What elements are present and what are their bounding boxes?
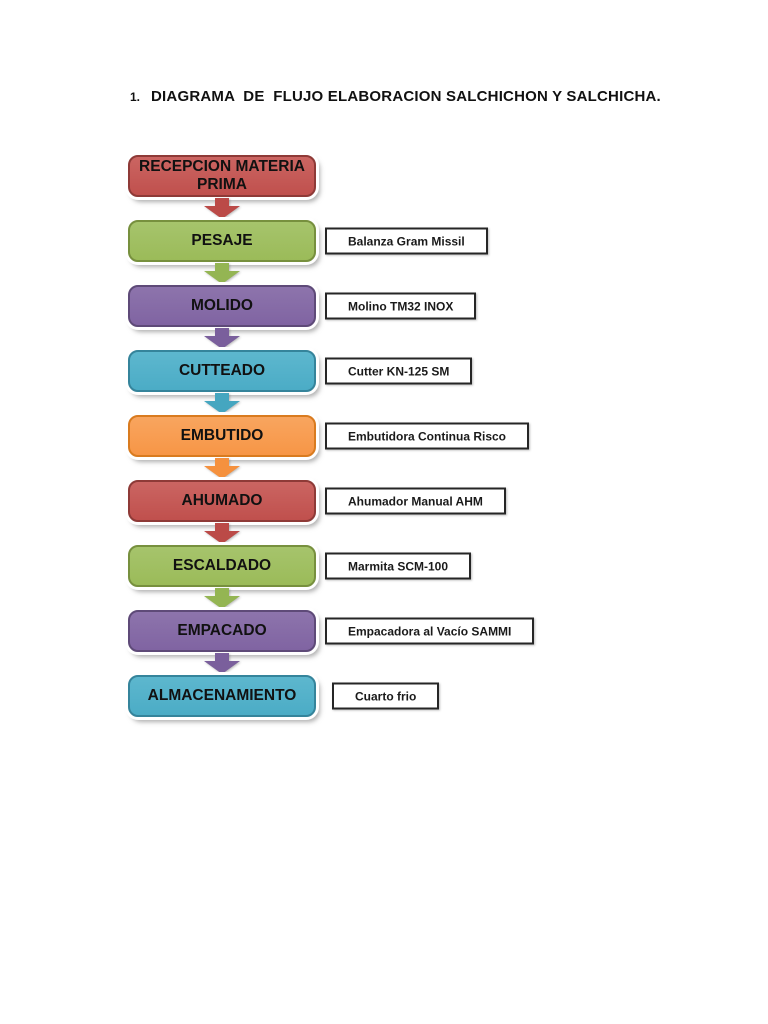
arrow-down-icon	[204, 198, 240, 219]
arrow-down-icon	[204, 263, 240, 284]
arrow-down-icon	[204, 328, 240, 349]
process-node-label: RECEPCION MATERIA PRIMA	[139, 158, 305, 193]
process-node-label: AHUMADO	[181, 492, 263, 510]
equipment-box-ahumador: Ahumador Manual AHM	[325, 487, 506, 515]
equipment-label: Embutidora Continua Risco	[348, 429, 507, 443]
equipment-label: Empacadora al Vacío SAMMI	[348, 624, 512, 638]
flow-step-recepcion: RECEPCION MATERIA PRIMA	[128, 155, 648, 220]
equipment-label: Cutter KN-125 SM	[348, 364, 450, 378]
equipment-box-balanza: Balanza Gram Missil	[325, 227, 488, 255]
process-node-pesaje: PESAJE	[128, 220, 316, 262]
process-node-empacado: EMPACADO	[128, 610, 316, 652]
flow-step-embutido: EMBUTIDO Embutidora Continua Risco	[128, 415, 648, 480]
title-number: 1.	[130, 90, 141, 104]
process-node-label: ESCALDADO	[172, 557, 272, 575]
flow-step-almacenamiento: ALMACENAMIENTO Cuarto frio	[128, 675, 648, 740]
equipment-box-empacadora: Empacadora al Vacío SAMMI	[325, 617, 535, 645]
arrow-down-icon	[204, 393, 240, 414]
flow-step-empacado: EMPACADO Empacadora al Vacío SAMMI	[128, 610, 648, 675]
arrow-down-icon	[204, 523, 240, 544]
equipment-box-cutter: Cutter KN-125 SM	[325, 357, 473, 385]
equipment-label: Ahumador Manual AHM	[348, 494, 483, 508]
equipment-label: Balanza Gram Missil	[348, 234, 465, 248]
equipment-box-molino: Molino TM32 INOX	[325, 292, 477, 320]
process-node-recepcion: RECEPCION MATERIA PRIMA	[128, 155, 316, 197]
process-node-label: EMBUTIDO	[180, 427, 264, 445]
equipment-label: Cuarto frio	[355, 689, 417, 703]
equipment-box-marmita: Marmita SCM-100	[325, 552, 472, 580]
process-node-label: PESAJE	[191, 232, 253, 250]
flow-step-escaldado: ESCALDADO Marmita SCM-100	[128, 545, 648, 610]
process-node-escaldado: ESCALDADO	[128, 545, 316, 587]
process-node-label: ALMACENAMIENTO	[147, 687, 297, 705]
arrow-down-icon	[204, 653, 240, 674]
arrow-down-icon	[204, 588, 240, 609]
process-node-label: MOLIDO	[191, 297, 253, 315]
process-node-label: CUTTEADO	[178, 362, 266, 380]
process-node-molido: MOLIDO	[128, 285, 316, 327]
process-node-cutteado: CUTTEADO	[128, 350, 316, 392]
equipment-label: Molino TM32 INOX	[348, 299, 454, 313]
flow-step-molido: MOLIDO Molino TM32 INOX	[128, 285, 648, 350]
equipment-box-cuarto-frio: Cuarto frio	[332, 682, 440, 710]
arrow-down-icon	[204, 458, 240, 479]
flow-step-pesaje: PESAJE Balanza Gram Missil	[128, 220, 648, 285]
equipment-label: Marmita SCM-100	[348, 559, 449, 573]
process-node-ahumado: AHUMADO	[128, 480, 316, 522]
flow-diagram: RECEPCION MATERIA PRIMA PESAJE Balanza G…	[128, 155, 648, 740]
flow-step-cutteado: CUTTEADO Cutter KN-125 SM	[128, 350, 648, 415]
process-node-embutido: EMBUTIDO	[128, 415, 316, 457]
title-text: DIAGRAMA DE FLUJO ELABORACION SALCHICHON…	[151, 88, 661, 105]
equipment-box-embutidora: Embutidora Continua Risco	[325, 422, 530, 450]
process-node-almacenamiento: ALMACENAMIENTO	[128, 675, 316, 717]
flow-step-ahumado: AHUMADO Ahumador Manual AHM	[128, 480, 648, 545]
page-title: 1. DIAGRAMA DE FLUJO ELABORACION SALCHIC…	[130, 88, 661, 105]
process-node-label: EMPACADO	[177, 622, 267, 640]
